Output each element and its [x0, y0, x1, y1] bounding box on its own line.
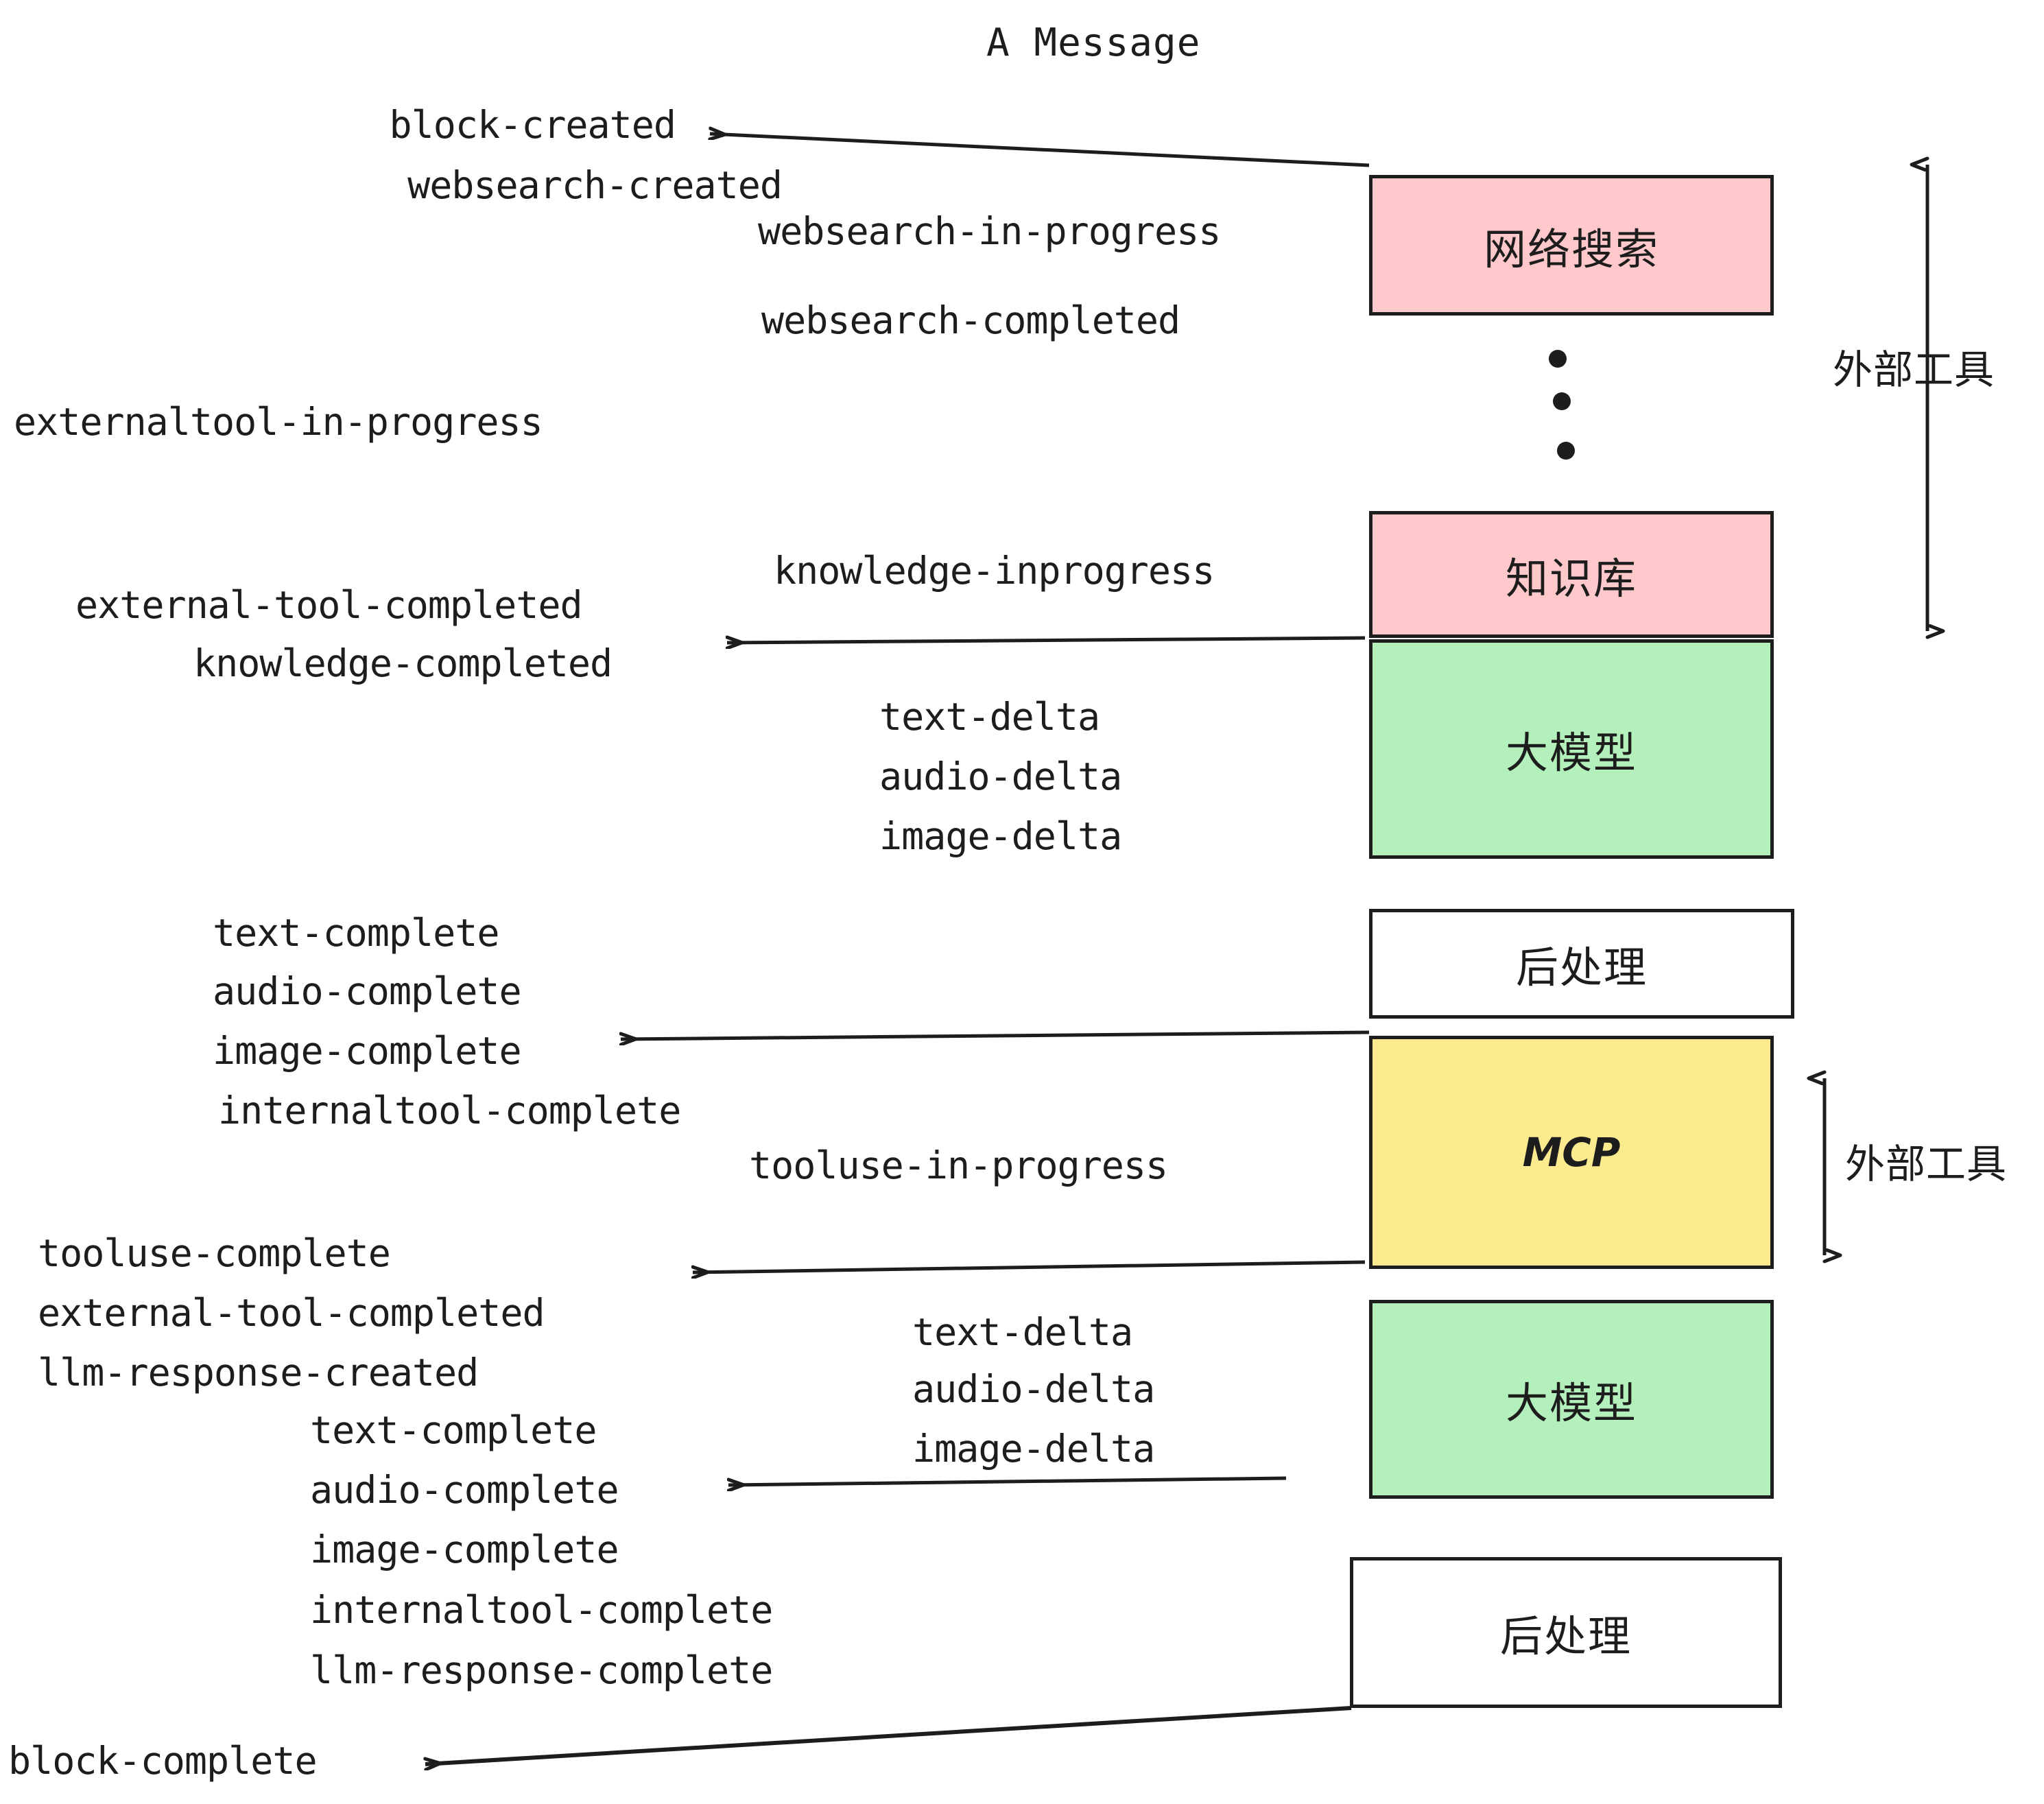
event-image-complete-1: image-complete	[213, 1029, 522, 1073]
ellipsis-dot-3	[1557, 442, 1575, 460]
event-knowledge-inprogress: knowledge-inprogress	[774, 549, 1215, 593]
node-post-top[interactable]: 后处理	[1369, 909, 1794, 1019]
node-mcp[interactable]: MCP	[1369, 1036, 1774, 1269]
event-external-tool-completed-2: external-tool-completed	[38, 1291, 545, 1335]
event-llm-response-created: llm-response-created	[38, 1351, 479, 1394]
event-external-tool-completed-1: external-tool-completed	[75, 583, 583, 627]
event-audio-complete-1: audio-complete	[213, 969, 522, 1013]
event-internaltool-complete-1: internaltool-complete	[218, 1089, 681, 1132]
node-llm-top[interactable]: 大模型	[1369, 639, 1774, 859]
event-block-created: block-created	[389, 103, 676, 147]
event-tooluse-complete: tooluse-complete	[38, 1231, 391, 1275]
arrow-llm-bottom-to-audio-complete	[728, 1476, 1287, 1485]
ellipsis-dot-2	[1553, 392, 1571, 410]
arrow-llm-top-to-complete	[621, 1030, 1370, 1039]
event-text-complete-2: text-complete	[310, 1408, 597, 1452]
node-llm-top-label: 大模型	[1505, 728, 1637, 778]
event-websearch-in-progress: websearch-in-progress	[758, 209, 1221, 253]
event-internaltool-complete-2: internaltool-complete	[310, 1588, 773, 1632]
event-text-delta-1: text-delta	[879, 695, 1100, 739]
event-llm-response-complete: llm-response-complete	[310, 1648, 773, 1692]
event-knowledge-completed: knowledge-completed	[193, 641, 613, 685]
event-image-delta-1: image-delta	[879, 814, 1122, 858]
event-audio-complete-2: audio-complete	[310, 1468, 619, 1512]
event-text-complete-1: text-complete	[213, 911, 499, 955]
side-label-external-tools-top: 外部工具	[1833, 346, 1995, 393]
node-mcp-label: MCP	[1522, 1129, 1621, 1176]
event-websearch-completed: websearch-completed	[761, 298, 1180, 342]
event-tooluse-in-progress: tooluse-in-progress	[749, 1143, 1168, 1187]
node-llm-bottom-label: 大模型	[1505, 1378, 1637, 1428]
event-image-complete-2: image-complete	[310, 1528, 619, 1571]
node-post-bottom[interactable]: 后处理	[1350, 1557, 1782, 1708]
page-title: A Message	[986, 21, 1201, 65]
node-knowledge-label: 知识库	[1505, 553, 1637, 604]
event-block-complete: block-complete	[8, 1739, 318, 1783]
node-post-top-label: 后处理	[1515, 942, 1648, 993]
node-websearch-label: 网络搜索	[1483, 224, 1659, 274]
ellipsis-dot-1	[1549, 350, 1567, 368]
node-post-bottom-label: 后处理	[1499, 1611, 1632, 1661]
event-audio-delta-2: audio-delta	[912, 1367, 1155, 1411]
arrow-mcp-to-tooluse-complete	[693, 1260, 1366, 1272]
side-label-external-tools-bottom: 外部工具	[1845, 1141, 2008, 1187]
event-websearch-created: websearch-created	[407, 163, 783, 207]
node-websearch[interactable]: 网络搜索	[1369, 175, 1774, 316]
event-externaltool-in-progress: externaltool-in-progress	[14, 400, 543, 444]
node-llm-bottom[interactable]: 大模型	[1369, 1300, 1774, 1499]
event-text-delta-2: text-delta	[912, 1310, 1133, 1354]
arrow-knowledge-to-completed	[727, 638, 1366, 643]
node-knowledge[interactable]: 知识库	[1369, 511, 1774, 638]
event-audio-delta-1: audio-delta	[879, 755, 1122, 798]
arrow-post-to-block-complete	[425, 1706, 1352, 1764]
arrow-websearch-to-created	[710, 134, 1370, 167]
event-image-delta-2: image-delta	[912, 1427, 1155, 1471]
